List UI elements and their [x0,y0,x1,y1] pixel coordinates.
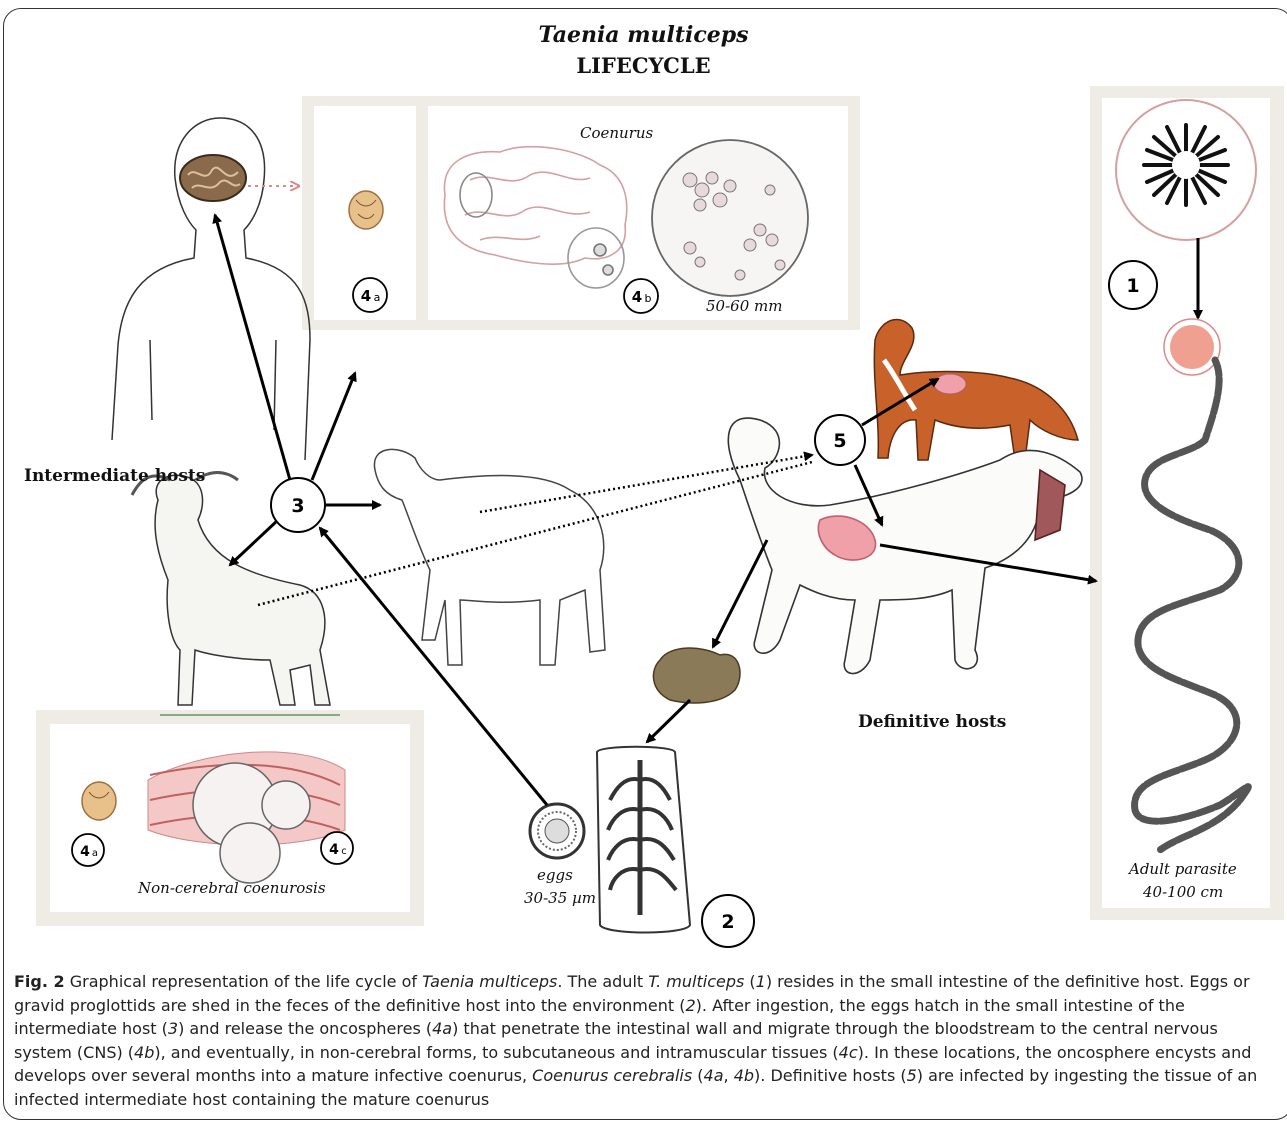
svg-text:5: 5 [833,430,846,452]
svg-text:4: 4 [329,842,339,858]
oncosphere-icon [349,191,383,229]
svg-text:1: 1 [1126,275,1139,297]
lifecycle-figure: 1 2 3 5 4 a 4 b 4 a 4 [0,0,1287,960]
caption-italic: Taenia multiceps [422,972,557,991]
non-cerebral-cysts-drawing [148,752,345,883]
figure-title-lifecycle: LIFECYCLE [0,53,1287,78]
eggs-size-label: 30-35 µm [524,889,596,907]
human-brain-icon [180,155,246,201]
adult-parasite-label: Adult parasite [1129,860,1237,878]
coenurus-size-label: 50-60 mm [706,297,782,315]
stage-marker-4a-top: 4 a [353,278,387,312]
caption-italic: T. multiceps [648,972,744,991]
caption-italic: 1 [756,972,766,991]
caption-text: ), and eventually, in non-cerebral forms… [154,1043,838,1062]
non-cerebral-label: Non-cerebral coenurosis [138,879,326,897]
stage-marker-1: 1 [1109,261,1157,309]
svg-text:a: a [92,848,98,859]
scolex-drawing [1116,100,1256,240]
figure-caption: Fig. 2 Graphical representation of the l… [14,970,1279,1111]
caption-italic: 4b [734,1066,754,1085]
stage-marker-4c: 4 c [321,832,353,864]
caption-text: ( [744,972,755,991]
stage-marker-2: 2 [702,895,754,947]
stage-marker-3: 3 [271,478,325,532]
adult-size-label: 40-100 cm [1143,883,1223,901]
stage-marker-4a-bottom: 4 a [72,834,104,866]
caption-text: ) and release the oncospheres ( [178,1019,432,1038]
egg-drawing [530,804,584,858]
definitive-hosts-label: Definitive hosts [858,712,1006,732]
caption-italic: 2 [685,996,695,1015]
svg-text:a: a [374,291,381,304]
fox-drawing [874,319,1078,460]
stage-marker-5: 5 [815,415,865,465]
caption-text: ). Definitive hosts ( [754,1066,907,1085]
svg-text:4: 4 [80,844,90,860]
svg-text:3: 3 [291,495,304,517]
stage-marker-4b: 4 b [624,279,658,313]
intermediate-hosts-label: Intermediate hosts [24,466,205,486]
svg-text:c: c [341,846,347,857]
caption-italic: 4a [432,1019,452,1038]
caption-italic: Coenurus cerebralis [532,1066,692,1085]
caption-text: ( [692,1066,703,1085]
scolex-small-icon [1164,319,1220,375]
sheep-drawing [374,449,605,665]
strobila-drawing [1135,360,1249,850]
oncosphere-icon-small [82,782,116,820]
coenurus-label: Coenurus [580,124,653,142]
caption-text: Graphical representation of the life cyc… [65,972,422,991]
svg-text:4: 4 [361,287,371,305]
dog-drawing [728,418,1082,673]
svg-text:4: 4 [632,288,642,306]
figure-label: Fig. 2 [14,972,65,991]
coenurus-cyst-drawing [652,140,808,296]
feces-drawing [653,648,740,703]
caption-italic: 4b [134,1043,154,1062]
caption-italic: 4a [704,1066,724,1085]
caption-italic: 5 [907,1066,917,1085]
figure-title-species: Taenia multiceps [0,22,1287,48]
caption-italic: 3 [168,1019,178,1038]
eggs-label: eggs [537,866,573,884]
svg-text:2: 2 [721,911,734,933]
caption-text: , [724,1066,734,1085]
caption-italic: 4c [839,1043,858,1062]
coenurus-brain-drawing [444,147,626,288]
proglottid-drawing [597,747,690,933]
caption-text: . The adult [557,972,648,991]
svg-text:b: b [645,292,652,305]
